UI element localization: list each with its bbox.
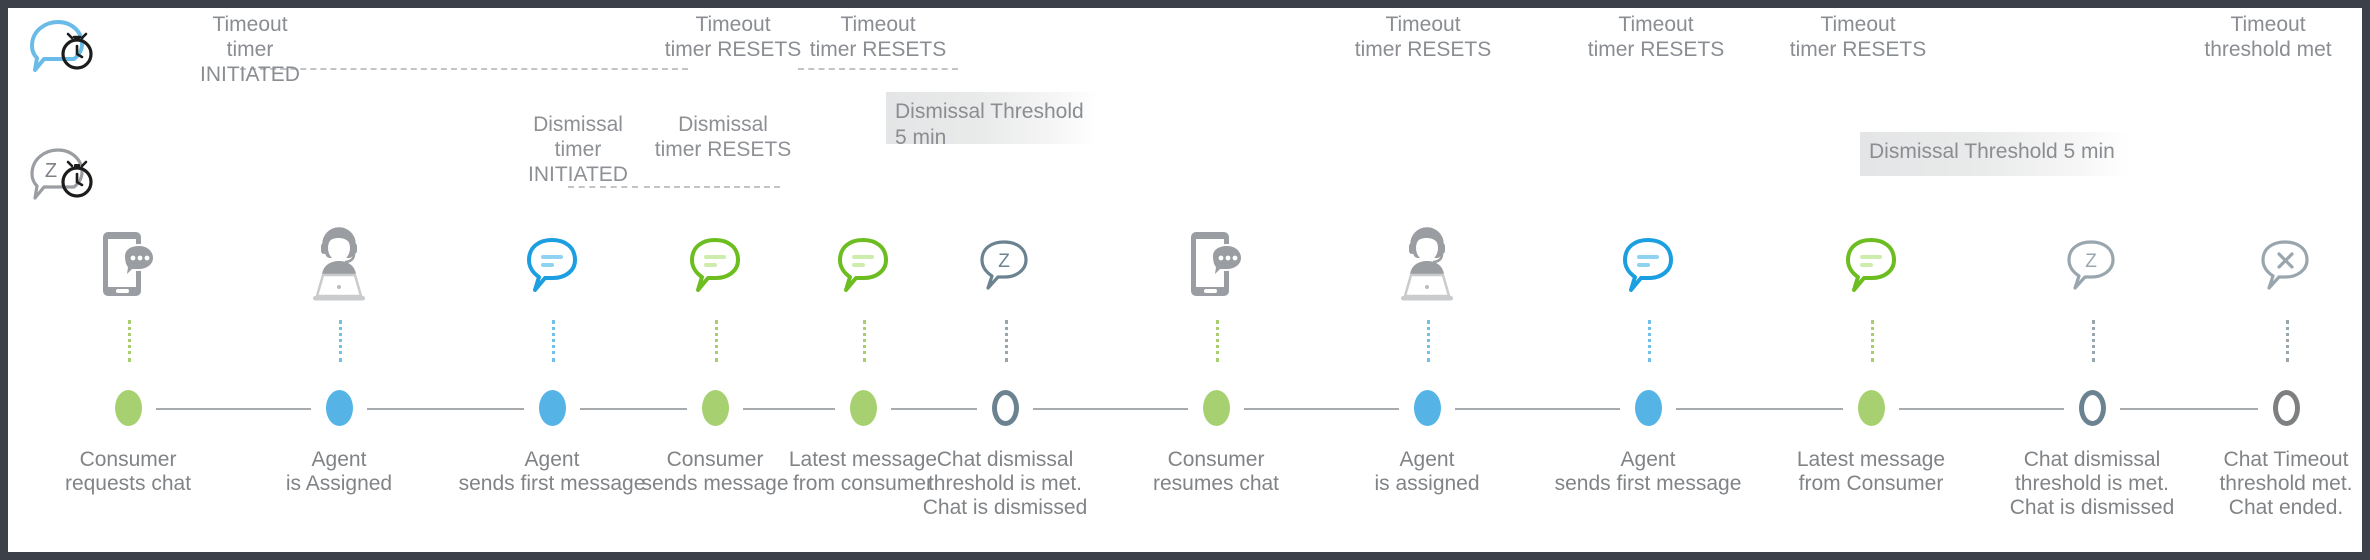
timeline-node[interactable]: [992, 390, 1019, 426]
timeout-timer-label: Timeout timer RESETS: [1587, 13, 1725, 61]
timeout-timer-label: Timeout timer RESETS: [1789, 13, 1927, 61]
timeline-node-caption: Latest message from consumer: [788, 448, 938, 495]
agent-headset-laptop-icon: [1367, 226, 1487, 304]
timeline-segment: [367, 408, 524, 410]
node-drop-line: [2092, 320, 2095, 362]
dismissal-timer-dash-rule-1: [568, 186, 638, 188]
chat-bubble-green-icon: [655, 226, 775, 304]
node-drop-line: [552, 320, 555, 362]
timeout-timer-label: Timeout timer RESETS: [664, 13, 802, 61]
timeline-node[interactable]: [326, 390, 353, 426]
timeline-segment: [1455, 408, 1620, 410]
chat-bubble-stopwatch-icon: [22, 16, 96, 83]
svg-text:Z: Z: [998, 251, 1010, 272]
dismissal-timer-dash-rule-2: [644, 186, 780, 188]
timeout-timer-label: Timeout timer RESETS: [1354, 13, 1492, 61]
node-drop-line: [1871, 320, 1874, 362]
timeline-segment: [1244, 408, 1399, 410]
node-drop-line: [1648, 320, 1651, 362]
node-drop-line: [1005, 320, 1008, 362]
timeline-node-caption: Agent sends first message: [458, 448, 646, 495]
chat-bubble-x-icon: [2226, 226, 2346, 304]
timeline-node[interactable]: [2079, 390, 2106, 426]
timeline-node[interactable]: [1414, 390, 1441, 426]
timeline-segment: [1899, 408, 2064, 410]
chat-bubble-green-icon: [803, 226, 923, 304]
timeline-node-caption: Consumer sends message: [641, 448, 789, 495]
timeline-node-caption: Chat Timeout threshold met. Chat ended.: [2219, 448, 2353, 519]
chat-bubble-z-stopwatch-icon: Z: [22, 144, 96, 211]
timeline-node-caption: Chat dismissal threshold is met. Chat is…: [922, 448, 1088, 519]
timeline-node[interactable]: [539, 390, 566, 426]
timeline-node[interactable]: [1203, 390, 1230, 426]
node-drop-line: [1216, 320, 1219, 362]
node-drop-line: [128, 320, 131, 362]
timeline-node-caption: Agent sends first message: [1554, 448, 1742, 495]
dismissal-timer-label: Dismissal timer INITIATED: [528, 113, 628, 186]
dismissal-timer-label: Dismissal timer RESETS: [654, 113, 792, 161]
node-drop-line: [1427, 320, 1430, 362]
dismissal-threshold-chip: Dismissal Threshold 5 min: [1860, 132, 2130, 176]
phone-chat-icon: [68, 226, 188, 304]
timeline-node-caption: Agent is assigned: [1374, 448, 1480, 495]
timeout-timer-dash-rule-2: [798, 68, 958, 70]
timeline-node[interactable]: [850, 390, 877, 426]
timeline-node-caption: Latest message from Consumer: [1796, 448, 1946, 495]
timeline-node[interactable]: [2273, 390, 2300, 426]
timeline-node[interactable]: [1635, 390, 1662, 426]
timeline-node-caption: Agent is Assigned: [285, 448, 393, 495]
timeline-node-caption: Consumer resumes chat: [1152, 448, 1280, 495]
svg-text:Z: Z: [45, 160, 57, 182]
chat-bubble-green-icon: [1811, 226, 1931, 304]
timeout-timer-label: Timeout threshold met: [2204, 13, 2332, 61]
timeout-timer-label: Timeout timer RESETS: [809, 13, 947, 61]
timeline-node[interactable]: [702, 390, 729, 426]
chat-bubble-z-icon: Z: [2032, 226, 2152, 304]
phone-chat-icon: [1156, 226, 1276, 304]
timeline-node[interactable]: [1858, 390, 1885, 426]
chat-bubble-blue-icon: [492, 226, 612, 304]
chat-bubble-z-icon: Z: [945, 226, 1065, 304]
timeout-timer-dash-rule-1: [240, 68, 688, 70]
timeline-segment: [156, 408, 311, 410]
timeline-segment: [2120, 408, 2258, 410]
timeline-node-caption: Consumer requests chat: [64, 448, 192, 495]
chat-bubble-blue-icon: [1588, 226, 1708, 304]
dismissal-threshold-chip: Dismissal Threshold 5 min: [886, 92, 1098, 149]
node-drop-line: [339, 320, 342, 362]
node-drop-line: [715, 320, 718, 362]
agent-headset-laptop-icon: [279, 226, 399, 304]
timeline-node-caption: Chat dismissal threshold is met. Chat is…: [2009, 448, 2175, 519]
timeline-diagram-canvas: Z Timeout timer INITIATED Timeout timer R…: [8, 8, 2362, 552]
node-drop-line: [863, 320, 866, 362]
timeline-segment: [1033, 408, 1188, 410]
timeline-segment: [580, 408, 687, 410]
node-drop-line: [2286, 320, 2289, 362]
timeline-segment: [1676, 408, 1843, 410]
timeline-node[interactable]: [115, 390, 142, 426]
timeline-segment: [743, 408, 835, 410]
timeline-segment: [891, 408, 977, 410]
svg-text:Z: Z: [2085, 251, 2097, 272]
timeout-timer-label: Timeout timer INITIATED: [200, 13, 300, 86]
